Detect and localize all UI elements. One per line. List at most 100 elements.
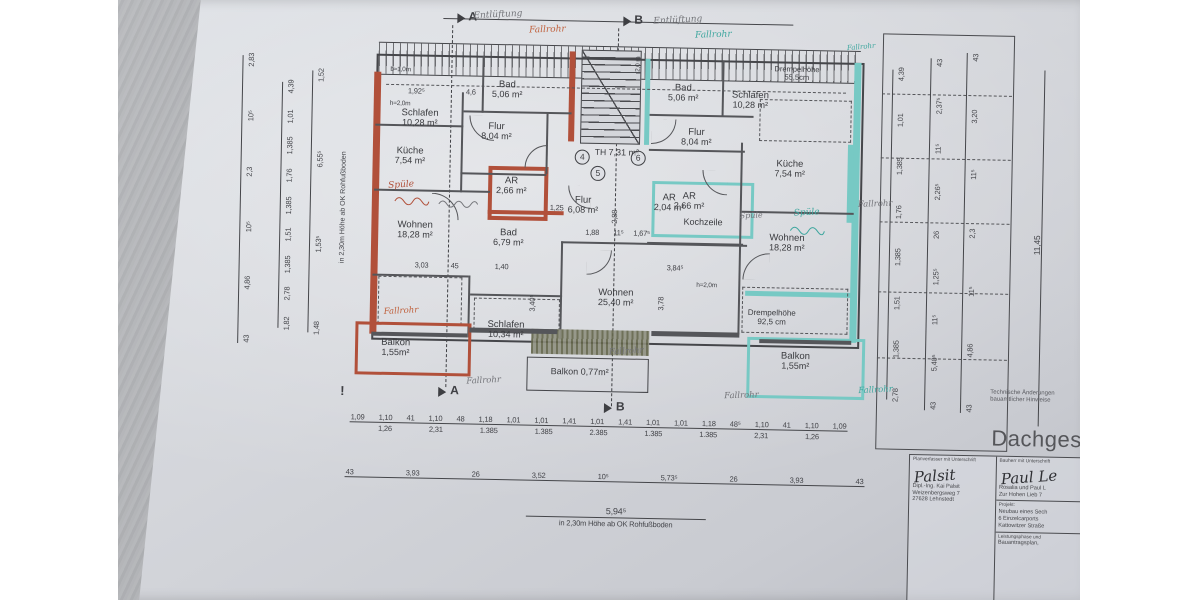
dim-value: 1,41 xyxy=(618,417,633,427)
dim-value: 1,10 xyxy=(428,413,443,423)
dim-value: 1,385 xyxy=(285,136,295,155)
dim-value: 1,26 xyxy=(377,423,392,434)
handwriting-fallrohr: Fallrohr xyxy=(858,384,894,397)
dim-value: 1,25⁵ xyxy=(930,268,941,286)
left-balcony-outline xyxy=(354,321,472,377)
handwriting-spuele: Spüle xyxy=(793,207,820,219)
dim-inner: b≈1,0m xyxy=(390,65,411,74)
dim-inner: 2,0 m xyxy=(634,56,642,72)
dim-value: 1,52 xyxy=(316,68,326,83)
dim-value: 26 xyxy=(471,469,480,479)
dim-value: 4,86 xyxy=(242,275,252,290)
dim-value: 1,82 xyxy=(281,316,292,331)
dim-value: 1.385 xyxy=(699,429,718,440)
dim-value: 1,385 xyxy=(284,196,294,214)
dim-inner: 1,40 xyxy=(494,261,509,272)
dim-value: 1.385 xyxy=(534,426,553,437)
dim-value: 3,93 xyxy=(405,468,420,478)
handwriting-entlueftung: Entlüftung xyxy=(653,14,703,27)
dim-value: 41 xyxy=(782,420,791,430)
dim-value: 11⁵ xyxy=(966,286,976,297)
handwriting-fallrohr: Fallrohr xyxy=(466,374,502,387)
dim-value: 1,76 xyxy=(284,168,294,183)
dim-value: 43 xyxy=(928,401,938,410)
dim-value: 10⁵ xyxy=(597,471,609,482)
dim-value: 1,51 xyxy=(283,227,293,242)
dim-inner: h=2,0m xyxy=(389,99,411,108)
dim-value: 26 xyxy=(931,230,941,239)
dim-value: 1.385 xyxy=(479,425,498,436)
dim-inner: 2,88 xyxy=(609,209,620,224)
dim-inner: 4,6 xyxy=(465,87,476,97)
dim-value: 10⁵ xyxy=(245,110,256,122)
section-b-label: B xyxy=(634,12,644,27)
dim-value: 1,01 xyxy=(645,417,660,428)
dim-value: 6,55⁵ xyxy=(314,150,325,168)
right-outer-dim-value: 11,45 xyxy=(1031,235,1043,256)
dim-value: 1,09 xyxy=(832,421,847,431)
dim-inner: 3,78 xyxy=(656,296,666,311)
dim-value: 11⁵ xyxy=(930,314,940,326)
title-block: Planverfasser mit Unterschrift Palsit Di… xyxy=(906,453,1080,600)
dim-value: 5,73⁵ xyxy=(660,473,678,483)
dim-value: 1,10 xyxy=(754,419,769,430)
section-b-arrow xyxy=(623,16,632,27)
handwriting-fallrohr: Fallrohr xyxy=(694,29,732,41)
dim-value: 1,10 xyxy=(804,420,819,431)
handwriting-fallrohr: Fallrohr xyxy=(383,305,419,318)
dim-value: 3,93 xyxy=(789,475,804,485)
handwriting-fallrohr: Fallrohr xyxy=(846,41,876,53)
dim-value: 1,26 xyxy=(804,431,819,442)
dim-value: 43 xyxy=(935,58,945,68)
dim-value: 1,18 xyxy=(701,418,716,429)
knee-wall-dashed-box xyxy=(377,275,463,326)
dim-value: 1,48 xyxy=(311,321,322,336)
section-a-bottom-label: A xyxy=(450,383,460,398)
dim-value: 4,39 xyxy=(896,67,907,82)
dim-value: 1,385 xyxy=(893,248,903,267)
dim-value: 3,52 xyxy=(531,470,546,480)
sheet-title: Dachgesch xyxy=(991,425,1080,453)
dim-value: 2,31 xyxy=(754,430,769,441)
dim-value: 11⁵ xyxy=(968,169,979,180)
planverfasser-signature: Palsit xyxy=(913,465,957,486)
dim-value: 43 xyxy=(241,334,251,343)
dim-value: 2,3 xyxy=(967,228,977,239)
dim-value: 1,385 xyxy=(282,255,293,274)
plan-drawing: A B A B xyxy=(118,0,1080,600)
dim-value: 10⁵ xyxy=(243,221,253,233)
section-b-bottom-arrow xyxy=(603,403,613,414)
dim-value: 5,40⁵ xyxy=(929,354,939,372)
dim-value: 1,01 xyxy=(534,415,549,426)
dim-value: 43 xyxy=(345,467,354,477)
room-label-balkon-mid: Balkon 0,77m² xyxy=(550,366,609,378)
dim-inner: 1,88 xyxy=(585,227,600,237)
handwriting-fallrohr: Fallrohr xyxy=(529,24,566,36)
planverfasser-city: 27628 Lehnstedt xyxy=(912,496,954,504)
dim-value: 1,385 xyxy=(894,156,905,175)
knee-wall-dashed-box xyxy=(759,99,852,143)
section-a-bottom-arrow xyxy=(438,386,447,398)
dim-value: 26 xyxy=(729,474,738,484)
bauherr-signature: Paul Le xyxy=(999,465,1058,488)
exclamation-mark: ! xyxy=(340,383,345,399)
dim-value: 2,83 xyxy=(246,52,257,67)
dim-value: 1,76 xyxy=(894,204,904,219)
handwriting-squiggle xyxy=(394,192,430,211)
handwriting-spuele: Spüle xyxy=(387,179,415,192)
dim-inner: h=2,0m xyxy=(696,281,718,290)
